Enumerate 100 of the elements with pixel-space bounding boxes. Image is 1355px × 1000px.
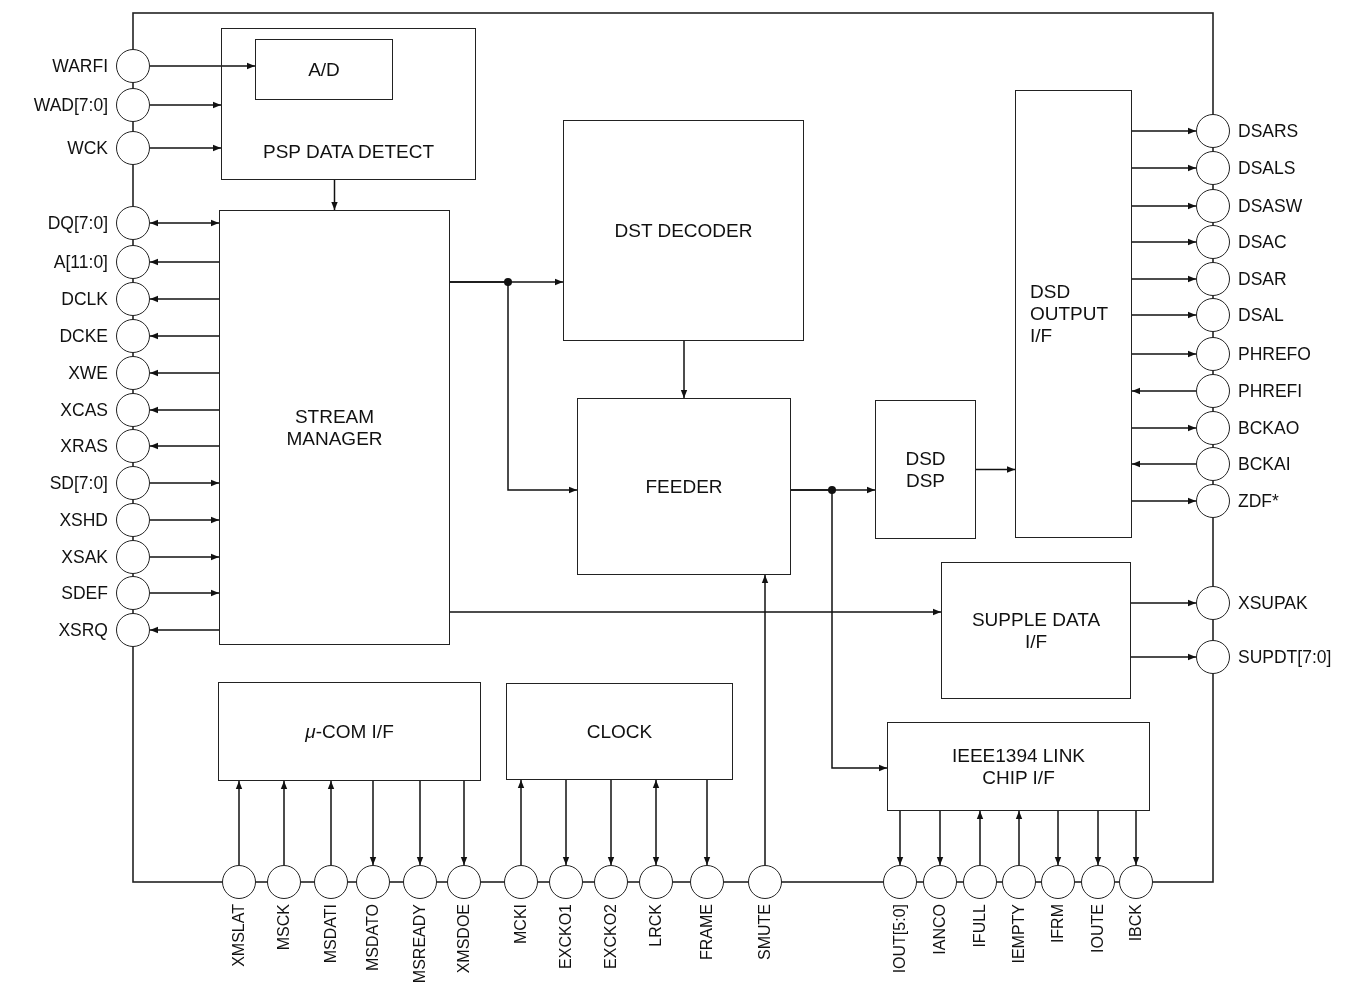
signal-arrow (896, 810, 904, 866)
signal-arrow (149, 553, 220, 561)
signal-arrow (1131, 164, 1197, 172)
function-block (221, 28, 476, 180)
signal-arrow (149, 332, 220, 340)
pin-label: XSRQ (58, 619, 108, 641)
pin-label: SMUTE (757, 904, 773, 960)
signal-arrow (652, 779, 660, 866)
signal-arrow (280, 780, 288, 866)
pin-label: XSUPAK (1238, 592, 1308, 614)
pin-label: SUPDT[7:0] (1238, 646, 1332, 668)
block-label: FEEDER (645, 475, 723, 498)
pin-label: DSAL (1238, 304, 1284, 326)
pin-label: LRCK (648, 904, 664, 947)
signal-arrow (790, 489, 888, 772)
pin-label: XMSLAT (231, 904, 247, 967)
pin-label: MSDATO (365, 904, 381, 971)
signal-arrow (1131, 238, 1197, 246)
signal-arrow (149, 589, 220, 597)
pin-label: IFULL (972, 904, 988, 948)
pin-label: XCAS (60, 399, 108, 421)
pin-label: PHREFI (1238, 380, 1303, 402)
pin-label: EXCKO2 (603, 904, 619, 969)
pin-label: BCKAI (1238, 453, 1291, 475)
pin-label: PHREFO (1238, 343, 1311, 365)
block-label: CLOCK (586, 720, 653, 743)
block-label: DSD OUTPUT I/F (1030, 281, 1109, 347)
pin-label: MCKI (513, 904, 529, 944)
signal-arrow (976, 810, 984, 866)
signal-arrow (1054, 810, 1062, 866)
pin-label: WARFI (52, 55, 108, 77)
signal-arrow (936, 810, 944, 866)
pin-label: IOUT[5:0] (892, 904, 908, 974)
pin-label: DCLK (61, 288, 108, 310)
function-block (218, 682, 481, 781)
pin-label: BCKAO (1238, 417, 1300, 439)
function-block (941, 562, 1131, 699)
pin-label: DSARS (1238, 120, 1299, 142)
function-block (875, 400, 976, 539)
function-block (887, 722, 1150, 811)
signal-arrow (149, 626, 220, 634)
pin-label: MSDATI (323, 904, 339, 964)
pin-label: WCK (67, 137, 108, 159)
signal-arrow (680, 340, 688, 399)
pin-label: SDEF (61, 582, 108, 604)
signal-arrow (235, 780, 243, 866)
pin-label: ZDF* (1238, 490, 1279, 512)
signal-arrow (1130, 653, 1197, 661)
signal-arrow (607, 779, 615, 866)
block-label: SUPPLE DATA I/F (970, 608, 1102, 653)
pin-label: DSASW (1238, 195, 1303, 217)
signal-arrow (369, 780, 377, 866)
signal-arrow (1131, 275, 1197, 283)
signal-arrow (460, 780, 468, 866)
block-label: μ-COM I/F (305, 720, 394, 743)
function-block (255, 39, 393, 100)
pin-label: DCKE (59, 325, 108, 347)
signal-arrow (1131, 460, 1197, 468)
signal-arrow (1131, 350, 1197, 358)
pin-label: EXCKO1 (558, 904, 574, 969)
signal-arrow (149, 101, 222, 109)
pin-label: DSAC (1238, 231, 1287, 253)
signal-arrow (1094, 810, 1102, 866)
signal-arrow (149, 369, 220, 377)
signal-arrow (449, 608, 942, 616)
pin-label: A[11:0] (53, 251, 108, 273)
pin-label: MSCK (276, 904, 292, 951)
function-block (563, 120, 804, 341)
pin-label: IOUTE (1090, 904, 1106, 953)
signal-arrow (416, 780, 424, 866)
block-label: IEEE1394 LINK CHIP I/F (950, 744, 1087, 789)
signal-arrow (1131, 311, 1197, 319)
block-label: DST DECODER (614, 219, 753, 242)
function-block (577, 398, 791, 575)
signal-arrow (149, 258, 220, 266)
function-block (219, 210, 450, 645)
signal-arrow (1131, 387, 1197, 395)
block-label: STREAM MANAGER (285, 405, 384, 450)
pin-label: XRAS (60, 435, 108, 457)
block-label: A/D (308, 58, 340, 81)
signal-arrow (449, 281, 578, 494)
signal-arrow (1131, 424, 1197, 432)
signal-arrow (331, 179, 338, 211)
signal-arrow (1131, 497, 1197, 505)
signal-arrow (149, 479, 220, 487)
signal-arrow (149, 219, 220, 227)
signal-arrow (149, 516, 220, 524)
block-label: PSP DATA DETECT (262, 141, 434, 163)
function-block (1015, 90, 1132, 538)
block-label: DSD DSP (904, 447, 947, 492)
signal-arrow (517, 779, 525, 866)
pin-label: XMSDOE (456, 904, 472, 974)
pin-label: DQ[7:0] (47, 212, 108, 234)
signal-arrow (1131, 202, 1197, 210)
signal-arrow (1130, 599, 1197, 607)
signal-arrow (1131, 127, 1197, 135)
pin-label: XWE (68, 362, 108, 384)
pin-label: DSAR (1238, 268, 1287, 290)
pin-label: IANCO (932, 904, 948, 955)
pin-label: IFRM (1050, 904, 1066, 944)
